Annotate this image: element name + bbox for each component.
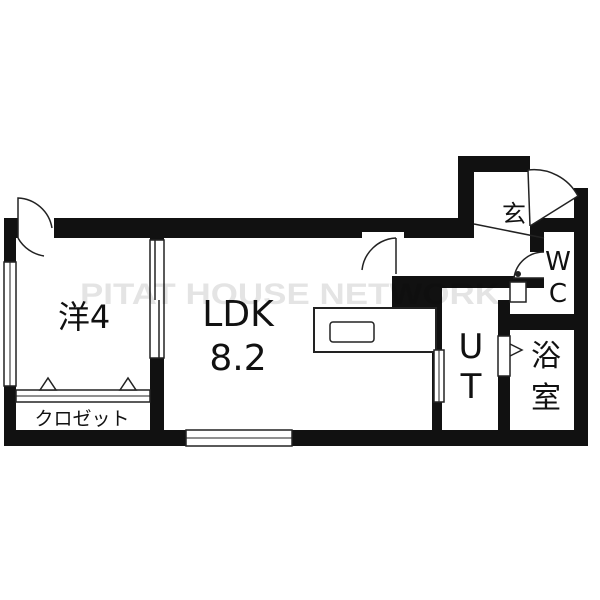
wall-bath-top (498, 314, 586, 330)
closet (15, 376, 151, 403)
wall-top (4, 218, 466, 238)
wall-entry-left (458, 156, 474, 238)
door-wc (513, 251, 545, 279)
watermark: PITAT HOUSE NETWORK (80, 278, 500, 311)
kitchen-counter (313, 307, 437, 353)
wall-closet-right (150, 390, 164, 434)
wall-entry-top (458, 156, 530, 172)
label-bath-2: 室 (531, 381, 561, 416)
entrance-step (473, 223, 545, 239)
label-bath-1: 浴 (531, 339, 561, 374)
label-ldk-size: 8.2 (209, 338, 266, 379)
label-wc-2: C (549, 279, 567, 309)
label-entrance: 玄 (502, 200, 526, 228)
closet-door-marker-right (118, 376, 138, 391)
label-ut-1: U (459, 327, 484, 367)
label-wc-1: W (545, 247, 571, 277)
fixture-small (509, 281, 527, 303)
label-ut-2: T (460, 367, 482, 407)
fixture-knob (515, 271, 521, 277)
wall-wc-left (530, 228, 544, 252)
door-utility (433, 349, 445, 403)
kitchen-sink (329, 321, 375, 343)
label-ldk: LDK (202, 294, 275, 335)
closet-door-marker-left (38, 376, 58, 391)
label-bedroom: 洋4 (58, 298, 110, 336)
sliding-door-bedroom (149, 239, 165, 359)
door-entrance (527, 168, 579, 227)
door-bedroom (17, 197, 54, 257)
wall-wc-top (530, 218, 588, 232)
label-closet: クロゼット (34, 408, 129, 430)
windows (3, 261, 293, 447)
door-bath (497, 335, 524, 377)
door-ldk (361, 232, 404, 274)
